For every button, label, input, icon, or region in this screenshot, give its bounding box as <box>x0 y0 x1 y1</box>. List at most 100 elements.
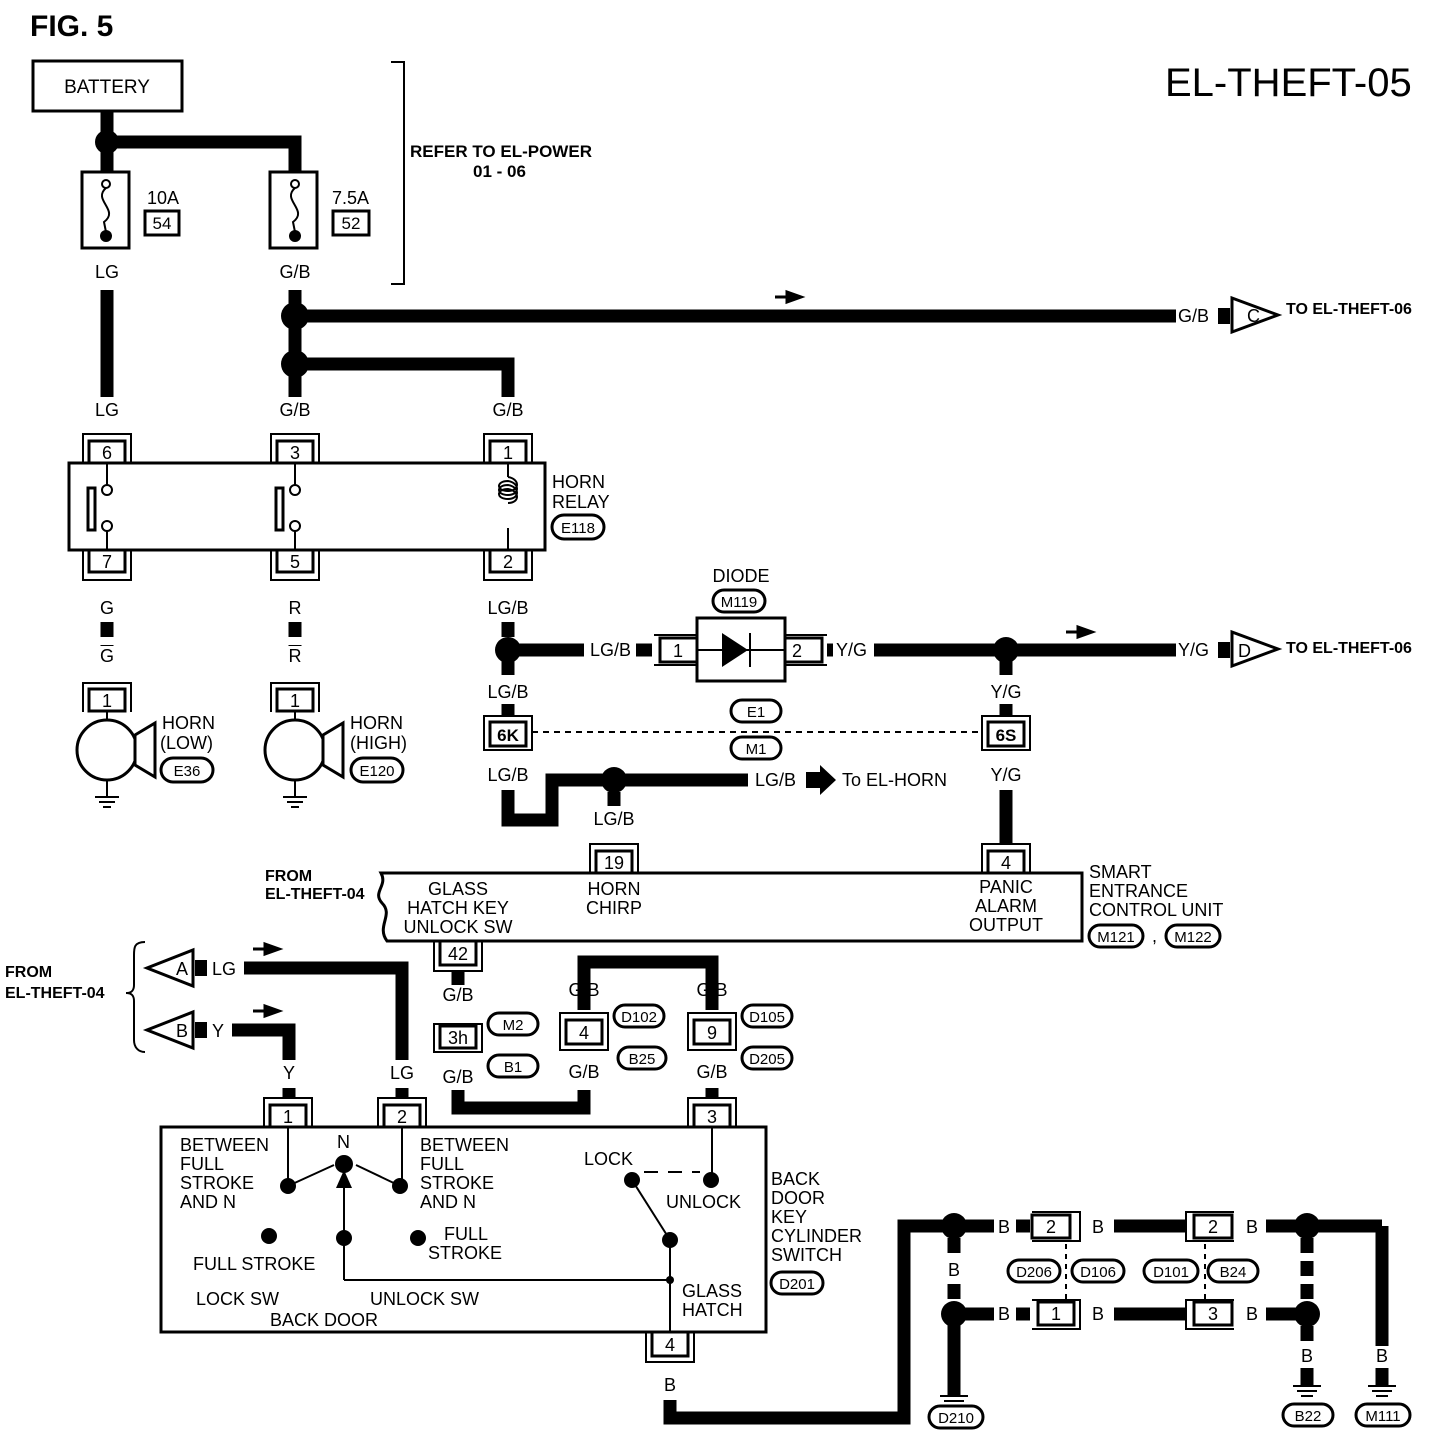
diode: DIODE M119 1 2 <box>654 566 827 683</box>
wire-color-label: G/B <box>696 980 727 1000</box>
secu-title: ENTRANCE <box>1089 881 1188 901</box>
diode-pin: 2 <box>792 641 802 661</box>
wire-color-label: G <box>100 598 114 618</box>
wire-color-label: B <box>998 1217 1010 1237</box>
wire-color-label: B <box>1246 1304 1258 1324</box>
from-theft04-label: EL-THEFT-04 <box>265 886 365 903</box>
svg-text:GLASS: GLASS <box>428 879 488 899</box>
secu-code: M121 <box>1097 929 1135 946</box>
horn-label: (LOW) <box>160 733 213 753</box>
switch-title: DOOR <box>771 1188 825 1208</box>
wire-color-label: B <box>998 1304 1010 1324</box>
svg-text:BETWEEN: BETWEEN <box>420 1135 509 1155</box>
diode-pin: 1 <box>673 641 683 661</box>
from-theft04-label: FROM <box>5 964 52 981</box>
refer-note-line1: REFER TO EL-POWER <box>410 142 592 161</box>
wire-color-label: B <box>1301 1346 1313 1366</box>
connector-label: D <box>1238 641 1251 661</box>
to-el-theft-06-label: TO EL-THEFT-06 <box>1286 301 1412 318</box>
joint-pin: 6K <box>497 726 519 745</box>
switch-code: D201 <box>779 1276 815 1293</box>
refer-note-line2: 01 - 06 <box>473 162 526 181</box>
svg-text:STROKE: STROKE <box>180 1173 254 1193</box>
horn-label: HORN <box>162 713 215 733</box>
wire-color-label: LG <box>212 959 236 979</box>
wire-color-label: Y <box>283 1063 295 1083</box>
wire-color-label: B <box>1092 1217 1104 1237</box>
svg-text:CHIRP: CHIRP <box>586 898 642 918</box>
smart-entrance-control-unit: 19 4 42 GLASS HATCH KEY UNLOCK SW HORN C… <box>377 843 1223 972</box>
horn-relay-code: E118 <box>561 520 595 537</box>
wire-color-label: G/B <box>696 1062 727 1082</box>
connector-d-arrow <box>1230 629 1283 669</box>
wire-color-label: G/B <box>1178 306 1209 326</box>
mid-connector-code: D205 <box>749 1051 785 1068</box>
fuse-7-5a: 7.5A 52 <box>268 170 371 250</box>
connector-c-arrow <box>1230 295 1283 335</box>
ground-connector-code: B24 <box>1220 1264 1247 1281</box>
svg-text:HATCH: HATCH <box>682 1300 743 1320</box>
svg-text:FULL: FULL <box>180 1154 224 1174</box>
horn-code: E36 <box>174 763 201 780</box>
ground-connector-pin: 1 <box>1051 1304 1061 1324</box>
from-theft04-label: FROM <box>265 868 312 885</box>
mid-connector-code: M2 <box>503 1017 524 1034</box>
wire-color-label: R <box>289 598 302 618</box>
horn-low: 1 HORN (LOW) E36 <box>75 682 215 808</box>
relay-pin: 6 <box>102 443 112 463</box>
svg-text:AND N: AND N <box>180 1192 236 1212</box>
wire-color-label: LG <box>390 1063 414 1083</box>
wire-color-label: LG <box>95 400 119 420</box>
wire-color-label: G/B <box>442 1067 473 1087</box>
wire-color-label: LG/B <box>487 598 528 618</box>
wire-color-label: G/B <box>442 985 473 1005</box>
wire-color-label: G/B <box>568 1062 599 1082</box>
mid-connector-pin: 9 <box>707 1023 717 1043</box>
secu-code: M122 <box>1174 929 1212 946</box>
relay-pin: 3 <box>290 443 300 463</box>
horn-relay-label: RELAY <box>552 492 610 512</box>
svg-text:BACK DOOR: BACK DOOR <box>270 1310 378 1330</box>
wire-color-label: LG/B <box>487 682 528 702</box>
battery-label: BATTERY <box>64 77 150 98</box>
diode-label: DIODE <box>712 566 769 586</box>
back-door-key-cylinder-switch: 1 2 3 4 BETWEEN FULL STROKE AN <box>159 1097 862 1363</box>
connector-b-arrow <box>142 1009 195 1051</box>
wire-color-label: B <box>1376 1346 1388 1366</box>
switch-title: SWITCH <box>771 1245 842 1265</box>
wire-color-label: B <box>1246 1217 1258 1237</box>
secu-pin: 4 <box>1001 853 1011 873</box>
page-code: EL-THEFT-05 <box>1165 61 1412 105</box>
wire-color-label: Y/G <box>990 682 1021 702</box>
wire-color-label: R <box>289 646 302 666</box>
svg-text:PANIC: PANIC <box>979 877 1033 897</box>
from-theft04-label: EL-THEFT-04 <box>5 985 105 1002</box>
mid-connector-code: D102 <box>621 1009 657 1026</box>
connector-label: A <box>176 959 188 979</box>
horn-pin: 1 <box>102 691 112 711</box>
secu-title: SMART <box>1089 862 1152 882</box>
to-el-theft-06-label: TO EL-THEFT-06 <box>1286 640 1412 657</box>
switch-pin: 3 <box>707 1107 717 1127</box>
wire-color-label: G <box>100 646 114 666</box>
svg-text:HORN: HORN <box>588 879 641 899</box>
ground-code: D210 <box>938 1410 974 1427</box>
wire-color-label: B <box>664 1375 676 1395</box>
joint-code: E1 <box>747 704 765 721</box>
horn-pin: 1 <box>290 691 300 711</box>
switch-pin: 2 <box>397 1107 407 1127</box>
wire-color-label: LG/B <box>590 640 631 660</box>
wire-color-label: B <box>1092 1304 1104 1324</box>
svg-text:FULL: FULL <box>420 1154 464 1174</box>
relay-pin: 5 <box>290 552 300 572</box>
svg-text:FULL: FULL <box>444 1224 488 1244</box>
mid-connector-code: D105 <box>749 1009 785 1026</box>
svg-text:N: N <box>337 1132 350 1152</box>
mid-connector-pin: 4 <box>579 1023 589 1043</box>
svg-text:ALARM: ALARM <box>975 896 1037 916</box>
wire-color-label: LG/B <box>593 809 634 829</box>
mid-connector-code: B1 <box>504 1059 522 1076</box>
wire-color-label: G/B <box>492 400 523 420</box>
joint-pin: 6S <box>996 726 1017 745</box>
